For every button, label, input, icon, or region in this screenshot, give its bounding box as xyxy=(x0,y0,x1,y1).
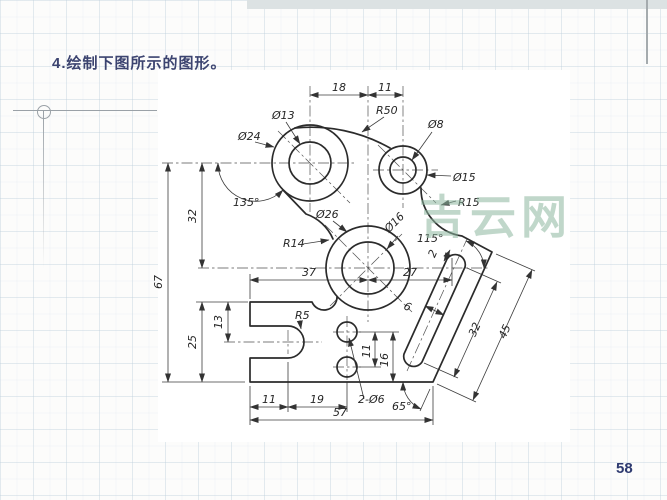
guide-circle-mark xyxy=(37,105,51,119)
dim-r5: R5 xyxy=(295,309,310,322)
dim-2: 2 xyxy=(425,248,440,260)
dim-r50: R50 xyxy=(376,104,398,117)
guide-line-vertical xyxy=(43,111,44,269)
dimension-labels: 18 11 R50 Ø13 Ø24 Ø8 Ø15 R15 135° Ø26 Ø1… xyxy=(152,81,514,419)
dim-32-vertical: 32 xyxy=(186,209,199,223)
dim-r15: R15 xyxy=(458,196,480,209)
guide-line-horizontal xyxy=(13,110,157,111)
dim-13-vertical: 13 xyxy=(212,315,225,329)
dim-18: 18 xyxy=(332,81,346,94)
part-outline xyxy=(249,124,493,383)
dim-19: 19 xyxy=(310,393,324,406)
page-number: 58 xyxy=(616,460,633,477)
d im-115deg: 115° xyxy=(417,232,444,245)
dim-11-top: 11 xyxy=(378,81,392,94)
slide-title: 4.绘制下图所示的图形。 xyxy=(52,55,227,72)
dim-27: 27 xyxy=(403,266,417,279)
top-right-rule xyxy=(646,0,648,64)
dim-dia26: Ø26 xyxy=(315,208,339,221)
dim-67: 67 xyxy=(152,275,165,289)
dim-135deg: 135° xyxy=(233,196,260,209)
dim-dia8: Ø8 xyxy=(427,118,444,131)
dim-16: 16 xyxy=(378,353,391,367)
technical-drawing: 18 11 R50 Ø13 Ø24 Ø8 Ø15 R15 135° Ø26 Ø1… xyxy=(152,70,570,442)
dim-2xdia6: 2-Ø6 xyxy=(358,393,385,406)
watermark: 吉云网 xyxy=(419,191,572,243)
drawing-paper xyxy=(158,70,570,442)
dim-65deg: 65° xyxy=(392,400,412,413)
dim-11-bottom: 11 xyxy=(262,393,276,406)
dim-25: 25 xyxy=(186,335,199,349)
dim-11-holes: 11 xyxy=(360,344,373,358)
dim-45: 45 xyxy=(496,323,514,341)
dimension-lines xyxy=(165,92,533,423)
dim-dia13: Ø13 xyxy=(271,109,295,122)
dim-32-slot: 32 xyxy=(466,321,484,339)
dim-37: 37 xyxy=(302,266,316,279)
dim-6-slot-width: 6 xyxy=(402,299,414,314)
dim-57: 57 xyxy=(333,406,347,419)
dim-r14: R14 xyxy=(283,237,305,250)
top-accent-band xyxy=(247,0,667,9)
dim-dia24: Ø24 xyxy=(237,130,261,143)
dim-dia15: Ø15 xyxy=(452,171,476,184)
